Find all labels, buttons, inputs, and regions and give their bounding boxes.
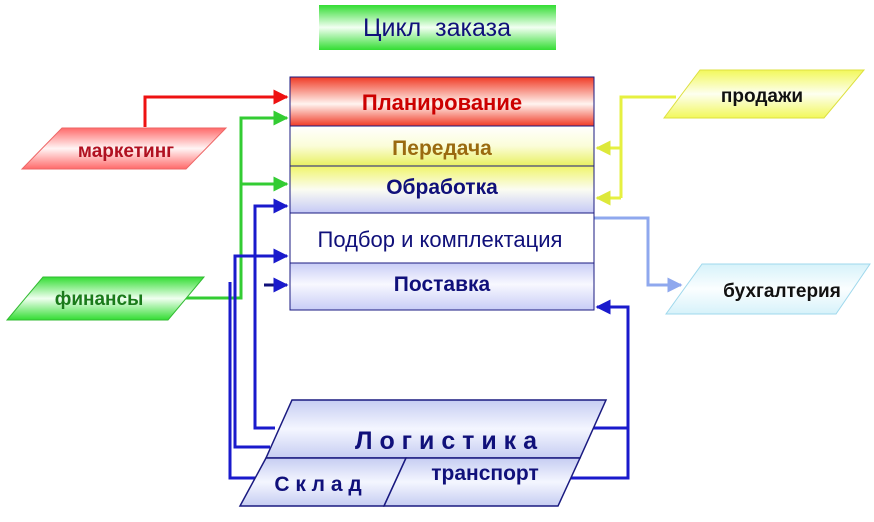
connectors xyxy=(143,89,683,480)
arrow-transport-delivery xyxy=(565,299,630,480)
logistics-block: Л о г и с т и к а С к л а д транспорт xyxy=(238,399,608,507)
arrow-marketing-planning xyxy=(143,89,289,127)
arrow-logistics-picking xyxy=(233,248,289,449)
source-finance: финансы xyxy=(5,276,206,321)
stage-picking-label: Подбор и комплектация xyxy=(318,227,563,252)
logistics-title: Л о г и с т и к а xyxy=(355,427,538,455)
stage-transfer-label: Передача xyxy=(392,137,492,160)
source-finance-label: финансы xyxy=(55,289,144,310)
stage-delivery xyxy=(289,262,595,311)
source-accounting-label: бухгалтерия xyxy=(723,281,841,302)
arrow-picking-accounting xyxy=(594,216,683,293)
logistics-transport xyxy=(382,457,582,507)
arrow-warehouse-delivery xyxy=(228,282,258,480)
source-marketing: маркетинг xyxy=(20,127,228,170)
source-sales: продажи xyxy=(663,69,866,119)
logistics-transport-label: транспорт xyxy=(431,462,539,485)
source-marketing-label: маркетинг xyxy=(78,141,174,162)
source-accounting: бухгалтерия xyxy=(665,263,871,315)
title-box: Цикл заказа xyxy=(319,5,556,50)
arrow-logistics-processing xyxy=(253,198,289,430)
stage-processing-label: Обработка xyxy=(386,176,498,199)
stage-picking xyxy=(289,212,595,264)
title-text: Цикл заказа xyxy=(363,14,511,42)
stage-stack: Планирование Передача Обработка Подбор и… xyxy=(289,76,595,311)
logistics-warehouse-label: С к л а д xyxy=(274,473,361,496)
arrow-sales-transfer xyxy=(595,95,676,156)
arrow-finance-transfer xyxy=(185,110,289,300)
stage-planning-label: Планирование xyxy=(362,90,522,115)
stage-delivery-label: Поставка xyxy=(394,273,491,296)
source-sales-label: продажи xyxy=(721,86,803,107)
